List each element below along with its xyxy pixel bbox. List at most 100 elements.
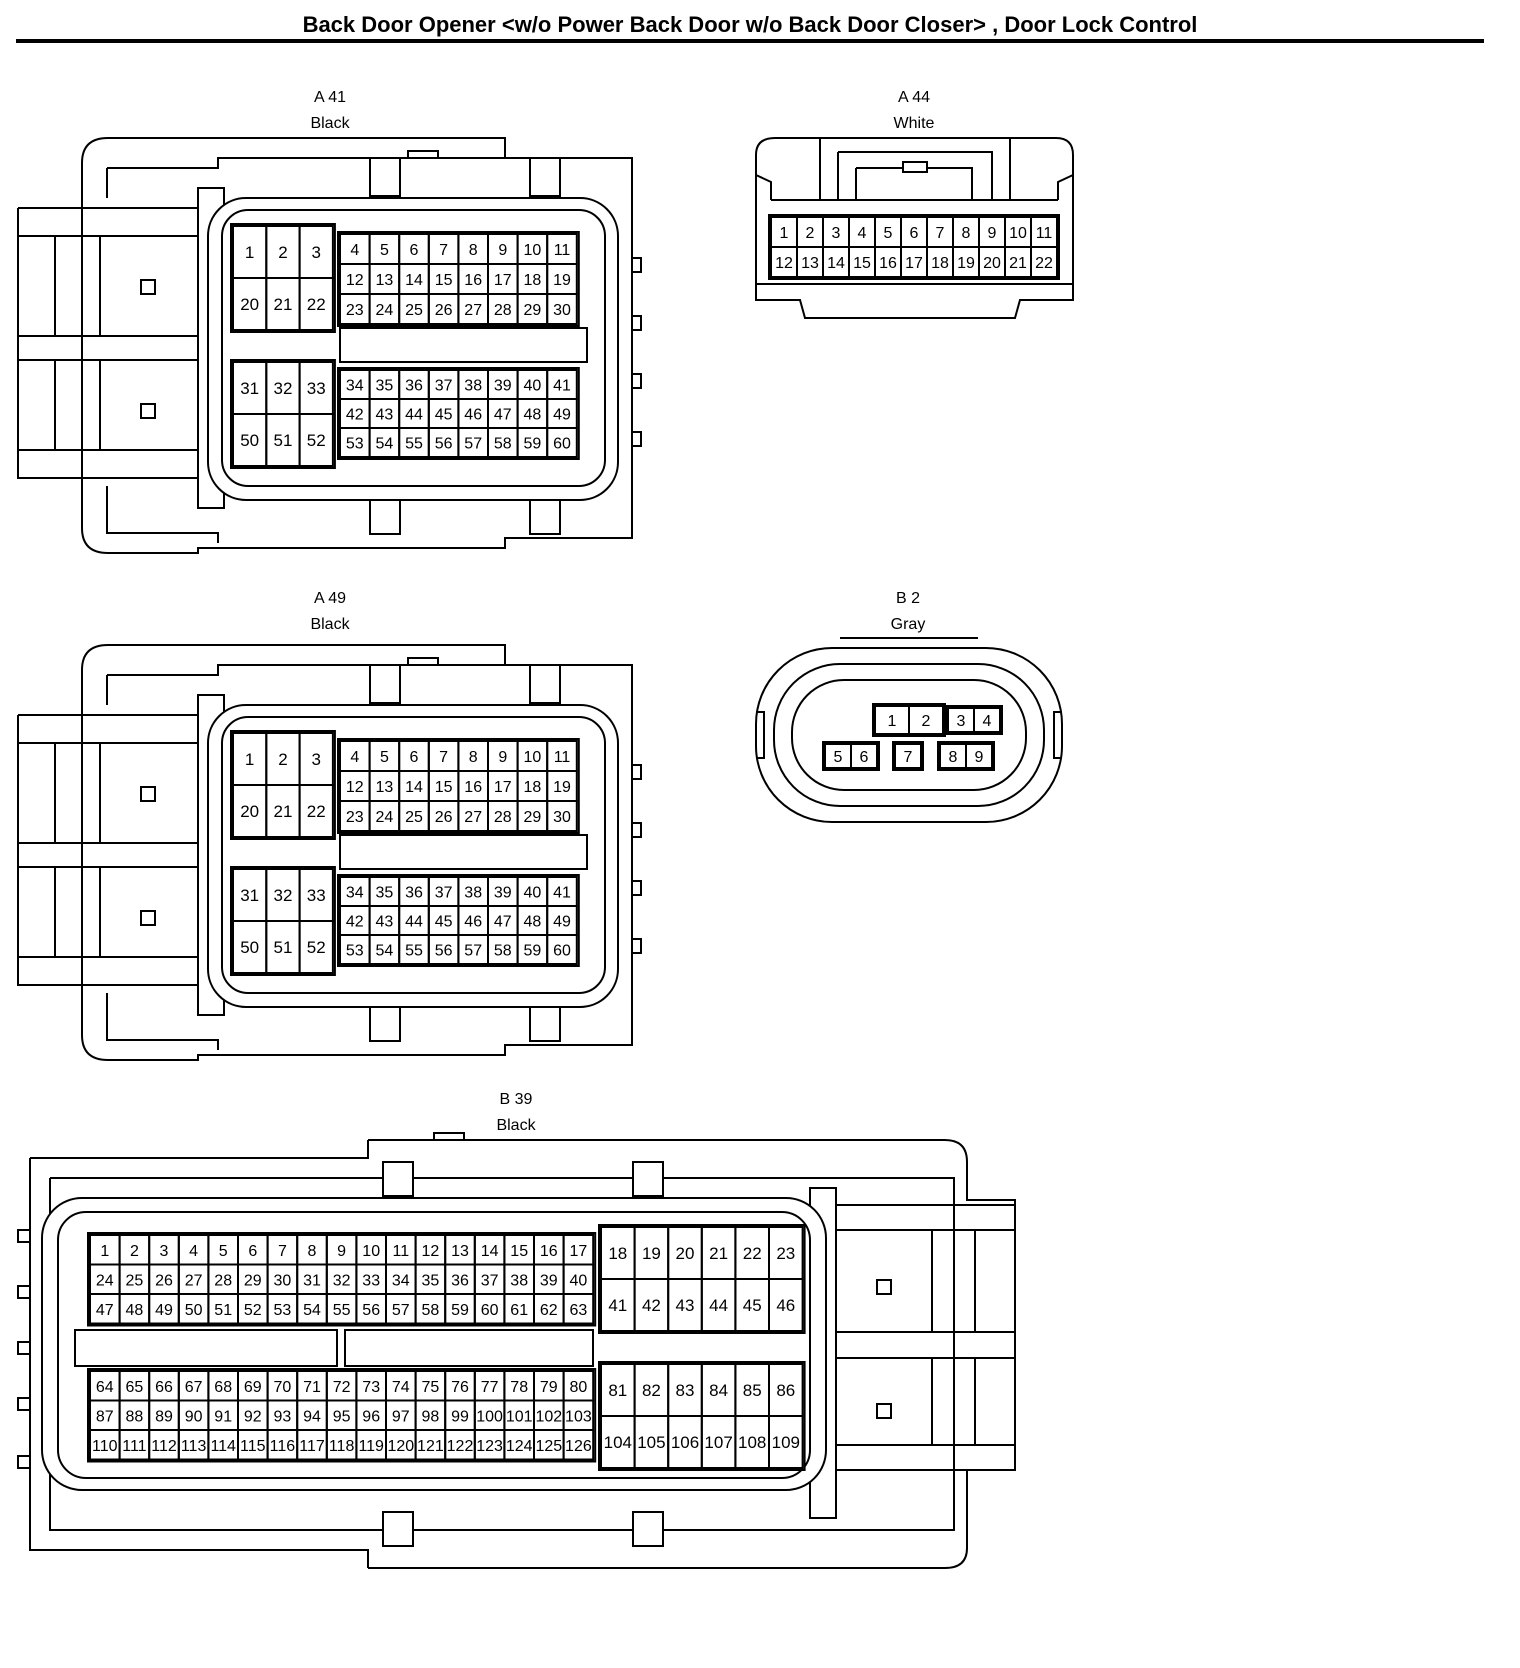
a41-pin-number: 35 (376, 378, 394, 395)
b2-pin-number: 1 (888, 713, 897, 730)
b39-pin-number: 118 (329, 1438, 355, 1455)
a41-pin-number: 39 (494, 378, 512, 395)
b39-pin-number: 2 (130, 1243, 139, 1260)
b2-pin-cell (973, 707, 1001, 733)
b2-pin-number: 8 (949, 749, 958, 766)
a41-pin-number: 2 (278, 243, 287, 262)
a41-pin-number: 12 (346, 272, 364, 289)
a44-pin-number: 19 (957, 255, 975, 272)
b2-pin-number: 7 (904, 749, 913, 766)
b39-pin-number: 31 (303, 1272, 321, 1289)
b39-pin-number: 45 (743, 1296, 762, 1315)
b39-pin-number: 7 (278, 1243, 287, 1260)
b39-pin-number: 84 (709, 1381, 728, 1400)
a49-pin-number: 42 (346, 914, 364, 931)
b39-pin-number: 100 (476, 1408, 503, 1425)
b39-pin-number: 77 (481, 1379, 499, 1396)
a44-pin-number: 12 (775, 255, 793, 272)
a41-pin-number: 37 (435, 378, 453, 395)
b39-pin-number: 56 (362, 1302, 380, 1319)
b39-pin-number: 66 (155, 1379, 173, 1396)
b39-pin-number: 46 (776, 1296, 795, 1315)
a44-pin-number: 4 (858, 225, 867, 242)
a44-pin-number: 10 (1009, 225, 1027, 242)
b39-pin-number: 92 (244, 1408, 262, 1425)
a49-pin-number: 47 (494, 914, 512, 931)
a44-id: A 44 (898, 89, 930, 106)
a49-pin-number: 48 (524, 914, 542, 931)
b2-color: Gray (891, 616, 926, 633)
b39-pin-number: 99 (451, 1408, 469, 1425)
b39-pin-number: 71 (303, 1379, 321, 1396)
b39-pin-number: 93 (274, 1408, 292, 1425)
a41-pin-number: 25 (405, 302, 423, 319)
a44-pin-number: 13 (801, 255, 819, 272)
terminal-bar (339, 327, 588, 363)
b39-pin-number: 39 (540, 1272, 558, 1289)
b39-pin-number: 103 (565, 1408, 592, 1425)
b39-pin-number: 30 (274, 1272, 292, 1289)
b39-pin-number: 28 (214, 1272, 232, 1289)
b39-pin-number: 81 (608, 1381, 627, 1400)
a49-pin-number: 2 (278, 750, 287, 769)
b39-pin-number: 13 (451, 1243, 469, 1260)
a41-pin-number: 7 (439, 242, 448, 259)
a49-pin-number: 49 (553, 914, 571, 931)
a44-housing (755, 137, 1074, 319)
a49-pin-number: 13 (376, 779, 394, 796)
a41-pin-number: 8 (469, 242, 478, 259)
a49-pin-number: 45 (435, 914, 453, 931)
a44-pin-number: 16 (879, 255, 897, 272)
terminal-bar (339, 834, 588, 870)
b39-pin-number: 64 (96, 1379, 114, 1396)
b39-pin-number: 21 (709, 1244, 728, 1263)
a44-color: White (894, 115, 935, 132)
b39-pin-number: 36 (451, 1272, 469, 1289)
b39-pin-number: 59 (451, 1302, 469, 1319)
b39-pin-number: 57 (392, 1302, 410, 1319)
a49-pin-number: 50 (240, 938, 259, 957)
a41-pin-number: 24 (376, 302, 394, 319)
b39-pin-number: 123 (476, 1438, 503, 1455)
a41-pin-number: 54 (376, 436, 394, 453)
b39-pin-number: 12 (422, 1243, 440, 1260)
b2-pin-number: 4 (983, 713, 992, 730)
b39-pin-number: 60 (481, 1302, 499, 1319)
a44-pin-number: 8 (962, 225, 971, 242)
a41-pin-number: 27 (464, 302, 482, 319)
b39-pin-number: 22 (743, 1244, 762, 1263)
b39-pin-number: 35 (422, 1272, 440, 1289)
a41-pin-number: 50 (240, 431, 259, 450)
b39-color: Black (496, 1117, 536, 1134)
a49-pin-cell (298, 920, 334, 974)
b39-pin-number: 78 (510, 1379, 528, 1396)
a41-pin-number: 45 (435, 407, 453, 424)
b39-pin-number: 91 (214, 1408, 232, 1425)
b39-pin-number: 79 (540, 1379, 558, 1396)
b39-pin-number: 62 (540, 1302, 558, 1319)
b39-pin-number: 26 (155, 1272, 173, 1289)
a49-pin-number: 16 (464, 779, 482, 796)
a49-pin-number: 27 (464, 809, 482, 826)
b39-pin-number: 15 (510, 1243, 528, 1260)
b39-pin-number: 106 (671, 1433, 699, 1452)
b39-pin-number: 114 (210, 1438, 236, 1455)
a41-pin-number: 33 (307, 379, 326, 398)
b39-pin-number: 73 (362, 1379, 380, 1396)
a41-pin-number: 51 (273, 431, 292, 450)
a49-pin-number: 4 (350, 749, 359, 766)
b39-pin-number: 34 (392, 1272, 410, 1289)
a41-pin-number: 41 (553, 378, 571, 395)
b39-pin-number: 27 (185, 1272, 203, 1289)
a41-pin-number: 58 (494, 436, 512, 453)
a41-pin-number: 44 (405, 407, 423, 424)
a41-pin-number: 20 (240, 295, 259, 314)
b39-pin-number: 76 (451, 1379, 469, 1396)
a49-pin-number: 14 (405, 779, 423, 796)
b39-pin-number: 102 (535, 1408, 562, 1425)
a49-pin-number: 28 (494, 809, 512, 826)
a41-pin-number: 56 (435, 436, 453, 453)
b39-pin-number: 101 (506, 1408, 533, 1425)
